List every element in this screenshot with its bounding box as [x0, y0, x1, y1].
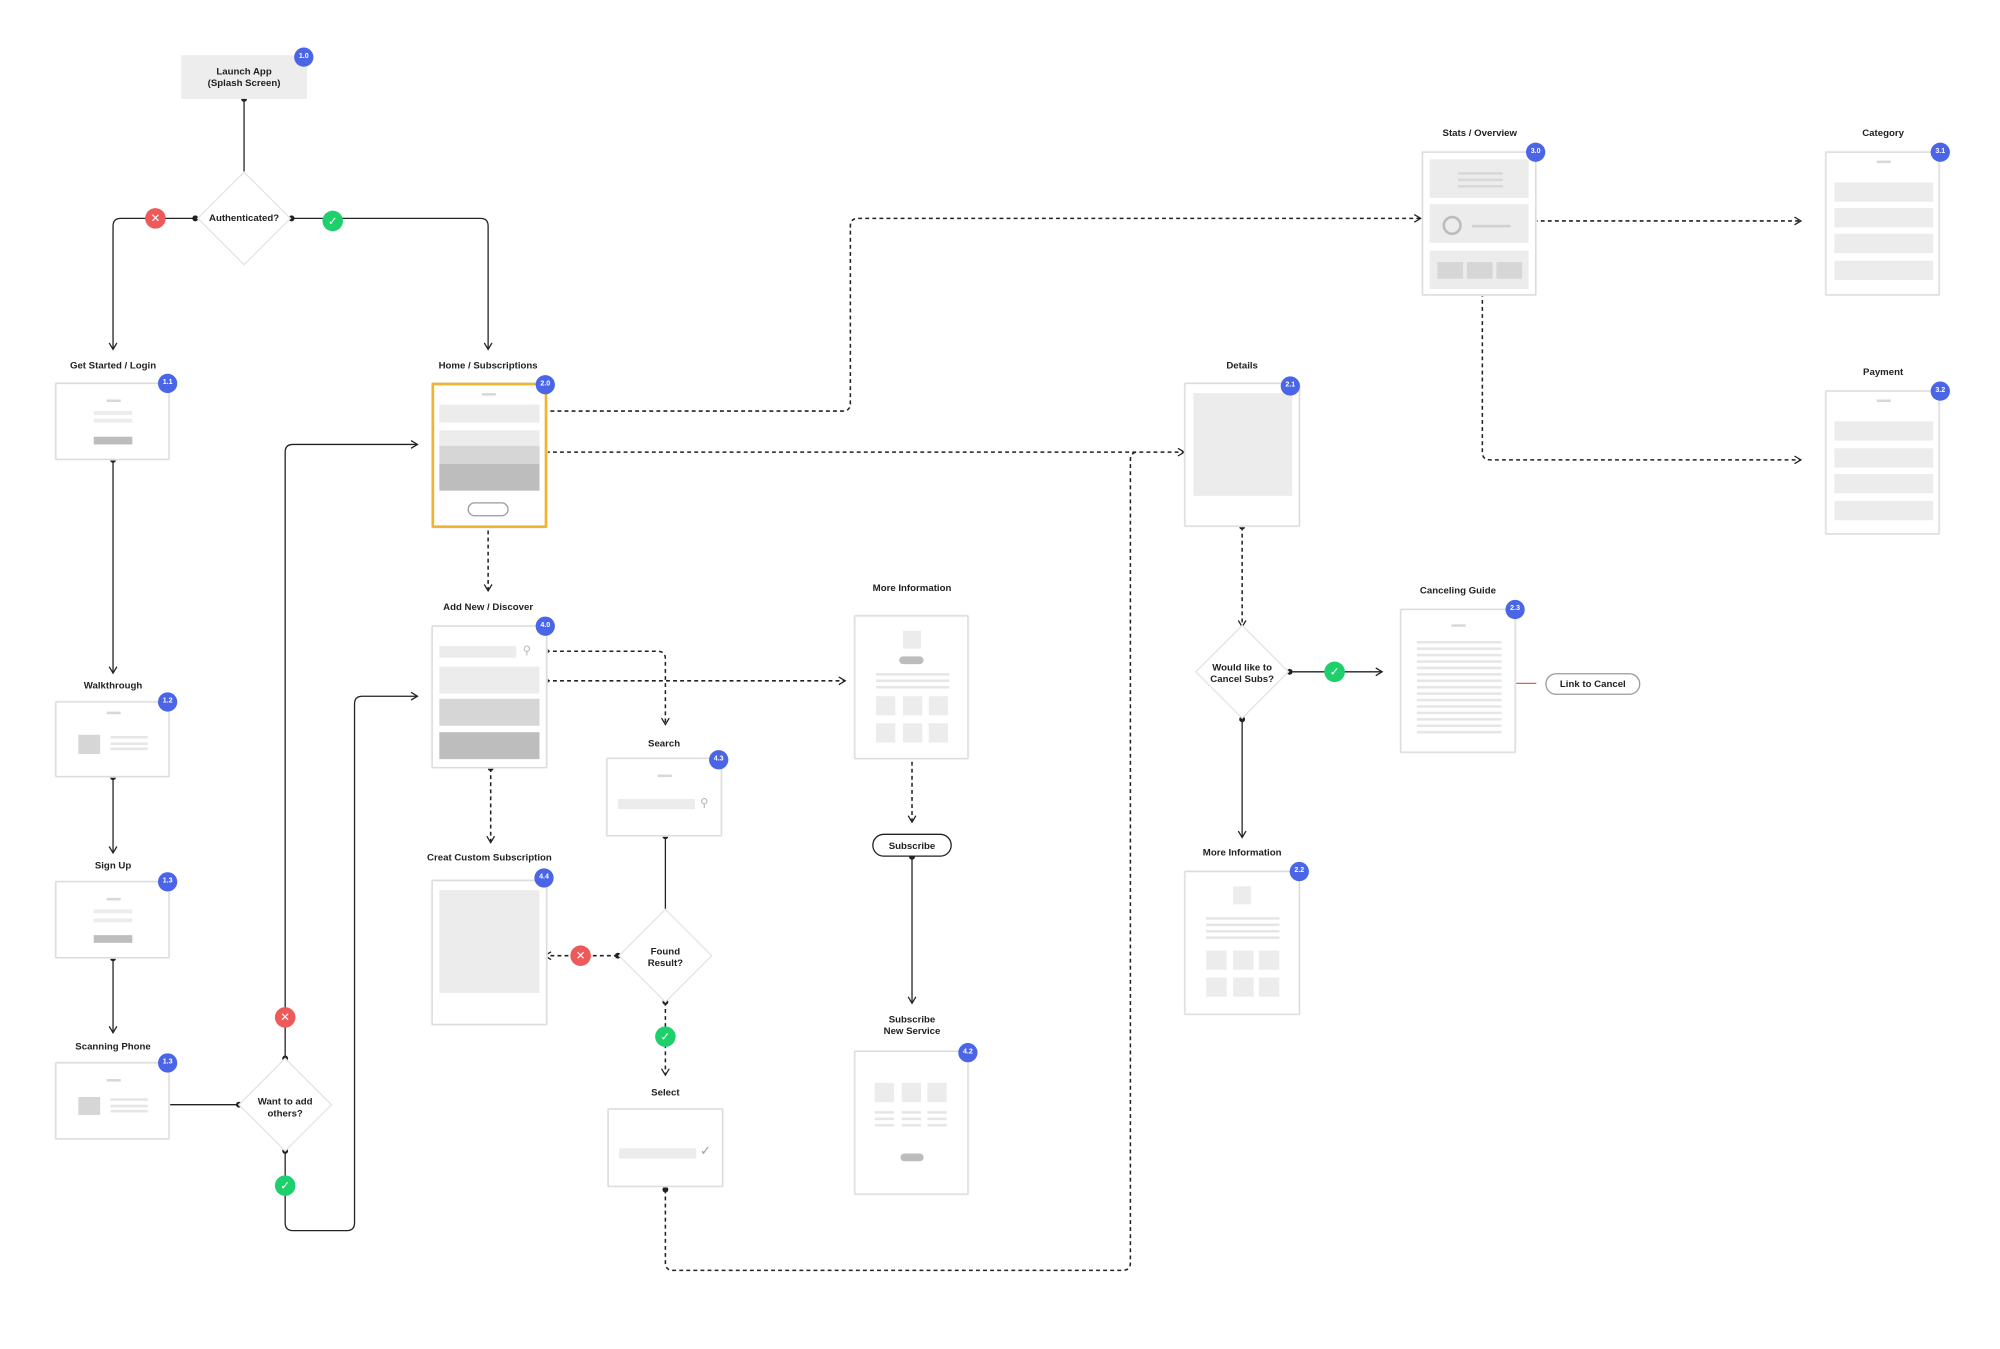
walkthrough-screen[interactable] [55, 701, 170, 778]
found-no-icon: ✕ [570, 945, 591, 966]
link-to-cancel-button[interactable]: Link to Cancel [1545, 673, 1641, 695]
conn-select-details [664, 451, 1139, 1272]
auth-yes-icon: ✓ [322, 210, 343, 232]
auth-no-icon: ✕ [145, 208, 166, 229]
more-info-b-badge: 2.2 [1289, 861, 1309, 882]
cancel-guide-title: Canceling Guide [1419, 584, 1496, 597]
stats-badge: 3.0 [1526, 142, 1546, 162]
subscribe-new-screen[interactable] [854, 1050, 969, 1195]
conn-auth-yes [291, 217, 493, 351]
more-info-b-screen[interactable] [1184, 870, 1300, 1015]
cancel-guide-badge: 2.3 [1505, 599, 1525, 620]
subscribe-new-title: Subscribe New Service [883, 1013, 941, 1037]
walkthrough-badge: 1.2 [157, 692, 178, 712]
launch-badge: 1.0 [294, 47, 314, 67]
sign-up-screen[interactable] [55, 881, 170, 959]
scanning-phone-screen[interactable] [55, 1062, 170, 1140]
select-screen[interactable]: ✓ [607, 1108, 724, 1187]
scanning-phone-title: Scanning Phone [75, 1040, 151, 1053]
want-add-yes-icon: ✓ [274, 1175, 296, 1196]
get-started-title: Get Started / Login [69, 359, 157, 372]
select-title: Select [651, 1086, 680, 1099]
authenticated-label: Authenticated? [208, 211, 280, 224]
want-add-label: Want to add others? [257, 1095, 313, 1119]
search-screen[interactable]: ⚲ [606, 757, 722, 837]
more-info-a-title: More Information [872, 581, 952, 594]
conn-auth-no [108, 217, 196, 351]
sign-up-badge: 1.3 [157, 872, 178, 892]
search-badge: 4.3 [709, 750, 729, 770]
cancel-guide-screen[interactable] [1400, 608, 1516, 753]
walkthrough-title: Walkthrough [83, 679, 143, 692]
add-new-title: Add New / Discover [443, 601, 534, 613]
category-screen[interactable] [1825, 151, 1940, 296]
conn-add-search [545, 650, 670, 726]
conn-want-add [284, 691, 419, 1232]
payment-badge: 3.2 [1930, 381, 1950, 401]
add-new-badge: 4.0 [535, 616, 555, 636]
conn-home-stats [529, 213, 1422, 412]
found-yes-icon: ✓ [655, 1026, 676, 1047]
details-title: Details [1226, 359, 1258, 372]
home-title: Home / Subscriptions [438, 359, 538, 372]
custom-sub-screen[interactable] [431, 879, 548, 1026]
stats-title: Stats / Overview [1442, 127, 1517, 139]
details-screen[interactable] [1184, 382, 1300, 527]
search-title: Search [648, 737, 681, 749]
found-result-label: Found Result? [647, 945, 684, 969]
conn-stats-payment [1481, 292, 1803, 465]
details-badge: 2.1 [1280, 376, 1300, 396]
donut-icon [1442, 215, 1462, 236]
cancel-yes-icon: ✓ [1324, 661, 1345, 683]
home-badge: 2.0 [535, 375, 555, 395]
sign-up-title: Sign Up [94, 859, 132, 871]
scanning-phone-badge: 1.3 [157, 1053, 178, 1073]
home-screen[interactable] [431, 382, 548, 528]
check-icon: ✓ [700, 1144, 711, 1159]
more-info-b-title: More Information [1202, 846, 1282, 859]
launch-app-node[interactable]: Launch App (Splash Screen) [181, 55, 308, 99]
custom-sub-title: Creat Custom Subscription [427, 851, 552, 864]
search-icon: ⚲ [700, 796, 709, 810]
add-new-screen[interactable]: ⚲ [431, 625, 548, 769]
get-started-screen[interactable] [55, 382, 170, 460]
conn-want-home [284, 440, 419, 1059]
payment-screen[interactable] [1825, 390, 1940, 535]
subscribe-button[interactable]: Subscribe [872, 833, 952, 857]
subscribe-new-badge: 4.2 [958, 1043, 978, 1063]
stats-screen[interactable] [1421, 151, 1537, 296]
custom-sub-badge: 4.4 [534, 868, 554, 888]
get-started-badge: 1.1 [157, 373, 178, 394]
payment-title: Payment [1863, 366, 1904, 378]
more-info-a-screen[interactable] [854, 615, 969, 760]
want-add-no-icon: ✕ [274, 1007, 296, 1028]
category-badge: 3.1 [1930, 142, 1950, 162]
search-icon: ⚲ [522, 643, 532, 657]
cancel-subs-label: Would like to Cancel Subs? [1210, 661, 1274, 685]
category-title: Category [1862, 127, 1904, 139]
